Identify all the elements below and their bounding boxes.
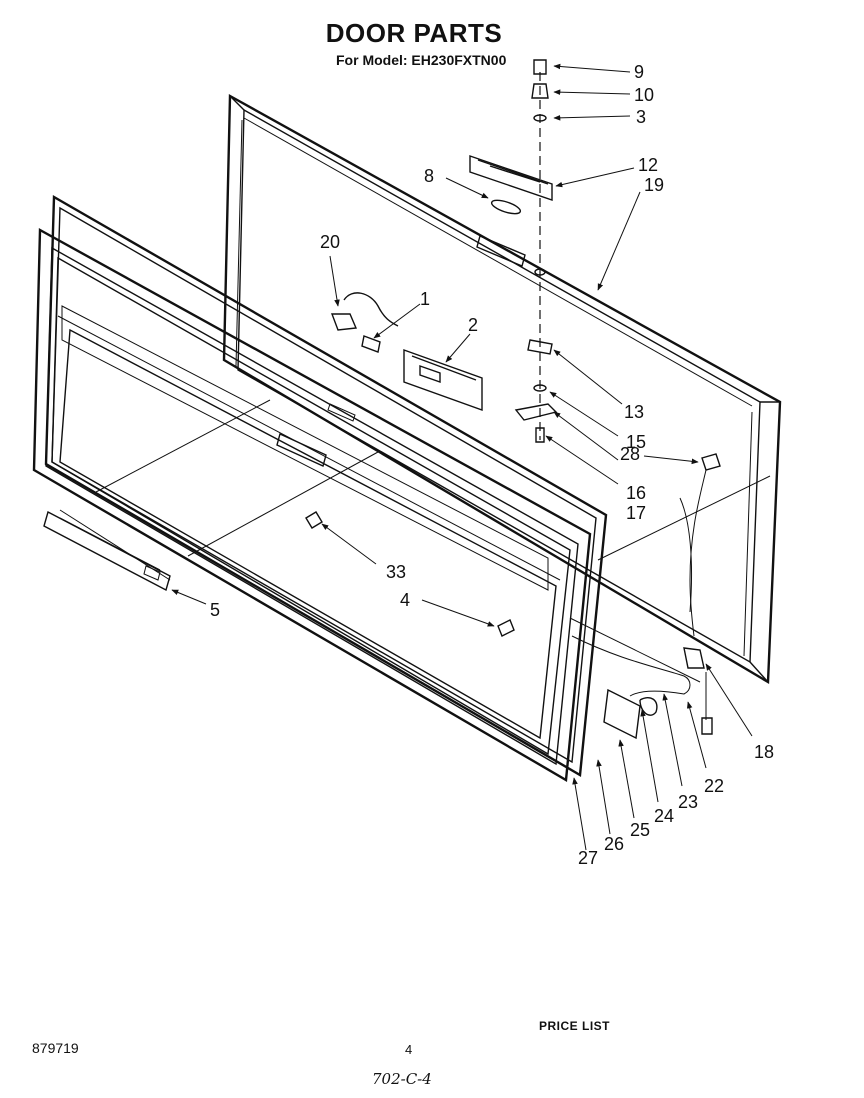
screws [305,511,515,637]
callout-4: 4 [400,590,410,610]
callout-3: 3 [636,107,646,127]
callout-labels: 9 10 3 12 19 8 20 1 2 13 28 15 16 17 33 … [210,62,774,868]
handle-bracket [403,349,483,411]
callout-26: 26 [604,834,624,854]
door-gasket-and-liner [32,194,608,782]
callout-16: 16 [626,483,646,503]
page-number: 4 [405,1042,413,1057]
handwritten-note: 702-C-4 [372,1070,432,1088]
projection-lines [59,399,771,683]
callout-17: 17 [626,503,646,523]
callout-22: 22 [704,776,724,796]
outer-door-panel [222,93,782,685]
document-number: 879719 [32,1040,79,1056]
callout-10: 10 [634,85,654,105]
callout-28: 28 [620,444,640,464]
callout-25: 25 [630,820,650,840]
callout-9: 9 [634,62,644,82]
light-switch [330,292,399,353]
price-list-label: PRICE LIST [539,1019,611,1033]
callout-8: 8 [424,166,434,186]
model-subtitle: For Model: EH230FXTN00 [336,52,507,68]
callout-1: 1 [420,289,430,309]
callout-2: 2 [468,315,478,335]
callout-20: 20 [320,232,340,252]
callout-15: 15 [626,432,646,452]
wiring-harness [571,453,721,740]
page-title: DOOR PARTS [325,18,503,48]
leader-lines [171,63,753,851]
callout-12: 12 [638,155,658,175]
callout-19: 19 [644,175,664,195]
callout-24: 24 [654,806,674,826]
callout-5: 5 [210,600,220,620]
callout-27: 27 [578,848,598,868]
callout-13: 13 [624,402,644,422]
trim-strip [43,510,171,592]
hinge-assembly [469,59,558,443]
callout-23: 23 [678,792,698,812]
callout-18: 18 [754,742,774,762]
callout-33: 33 [386,562,406,582]
